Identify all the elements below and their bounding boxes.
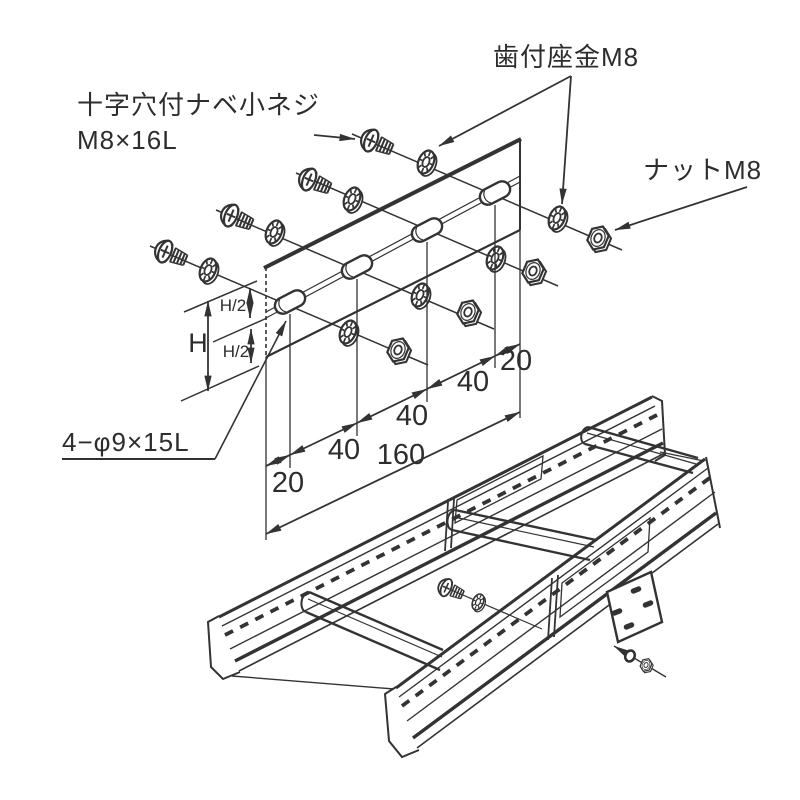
- slot-label: 4−φ9×15L: [62, 427, 190, 457]
- tray-edge-right: [659, 451, 705, 462]
- h-extension-bottom: [180, 365, 260, 402]
- screw-label-line1: 十字穴付ナベ小ネジ: [77, 90, 320, 120]
- chain-segment: [494, 343, 521, 357]
- dim-20-right: 20: [500, 345, 532, 377]
- exploded-splice-plate-view: 十字穴付ナベ小ネジ M8×16L 歯付座金M8 ナットM8 4−φ9×15L H…: [62, 42, 762, 540]
- mini-slot: [623, 622, 635, 630]
- callouts: 十字穴付ナベ小ネジ M8×16L 歯付座金M8 ナットM8 4−φ9×15L: [62, 42, 762, 460]
- hex-nut-small: [637, 656, 656, 676]
- rung-right: [580, 425, 699, 475]
- rung-left: [300, 590, 444, 672]
- chain-segment: [426, 355, 496, 390]
- pan-head-screw: [294, 164, 335, 200]
- washer-label: 歯付座金M8: [493, 42, 639, 72]
- screw-leader-arrow: [313, 133, 356, 142]
- tooth-washer: [194, 254, 224, 288]
- fastener-axis: [441, 585, 543, 630]
- tooth-washer-small: [468, 591, 489, 615]
- rail-end-cap-left: [206, 615, 241, 681]
- plate-top-edge: [263, 137, 522, 270]
- rail-end-cap-left: [383, 686, 420, 759]
- rail-joint-plate: [454, 454, 544, 525]
- far-side-rail: [206, 395, 667, 681]
- chain-segment: [265, 454, 291, 467]
- dim-h: H: [188, 328, 208, 358]
- pitch-dimensions: 20 40 40 40 20 160: [265, 205, 532, 540]
- joint-fastener: [434, 575, 543, 630]
- height-dimensions: H/2 H/2 H: [180, 280, 268, 402]
- dim-40-a: 40: [328, 434, 360, 466]
- washer-leader-arrow-1: [438, 75, 572, 147]
- mini-slot: [642, 600, 654, 608]
- cable-ladder-view: [206, 395, 721, 759]
- hex-nut: [383, 333, 416, 369]
- dim-40-c: 40: [457, 366, 489, 398]
- dim-20-left: 20: [272, 467, 304, 499]
- rail-perforations: [224, 413, 658, 637]
- tooth-washer: [334, 316, 364, 350]
- slot-leader-arrow: [214, 320, 287, 460]
- washer-leader-arrow-2: [559, 75, 572, 205]
- splice-plate-face: [266, 140, 520, 357]
- splice-plate: [263, 137, 522, 358]
- h-extension-top: [183, 280, 258, 313]
- mini-slot: [611, 608, 623, 616]
- pan-head-screw: [150, 236, 191, 272]
- nut-leader-arrow: [614, 186, 748, 231]
- rail-end-cap-right: [651, 395, 667, 462]
- dim-h-half-top: H/2: [220, 296, 246, 315]
- overall-dimension-line: [265, 411, 521, 535]
- tooth-washer: [338, 183, 368, 217]
- washer-small: [623, 649, 637, 663]
- rail-joint-seam: [450, 498, 455, 549]
- fastener-axis: [613, 645, 667, 678]
- dim-40-b: 40: [396, 400, 428, 432]
- tooth-washer: [406, 279, 436, 313]
- rail-joint-plate: [559, 516, 651, 619]
- hex-nut: [518, 254, 551, 290]
- nut-label: ナットM8: [643, 155, 762, 185]
- pan-head-screw: [216, 200, 257, 236]
- tooth-washer: [543, 202, 573, 236]
- h-extension-middle: [212, 317, 268, 343]
- rail-joint-seam: [444, 501, 449, 552]
- pan-head-screw-small: [434, 575, 467, 605]
- hex-nut: [453, 295, 486, 331]
- dim-h-half-bottom: H/2: [223, 342, 249, 361]
- mini-slot: [630, 586, 642, 594]
- tray-edge-left: [231, 675, 395, 690]
- hex-nut: [583, 221, 616, 257]
- tooth-washer: [260, 216, 290, 250]
- tooth-washer: [481, 242, 511, 276]
- rail-joint-seam: [553, 574, 559, 638]
- near-side-rail: [383, 456, 721, 759]
- slot-center-guide-lower: [265, 181, 521, 319]
- rung-middle: [446, 508, 597, 562]
- installed-splice-plate: [605, 570, 667, 678]
- mini-splice-plate: [605, 570, 664, 644]
- rail-end-cut-right: [705, 456, 721, 529]
- pan-head-screw: [356, 125, 397, 161]
- slot-center-guide-upper: [265, 175, 521, 313]
- dim-160: 160: [377, 439, 425, 471]
- screw-label-line2: M8×16L: [77, 125, 178, 155]
- rail-joint-seam: [547, 577, 553, 641]
- tooth-washer: [412, 146, 442, 180]
